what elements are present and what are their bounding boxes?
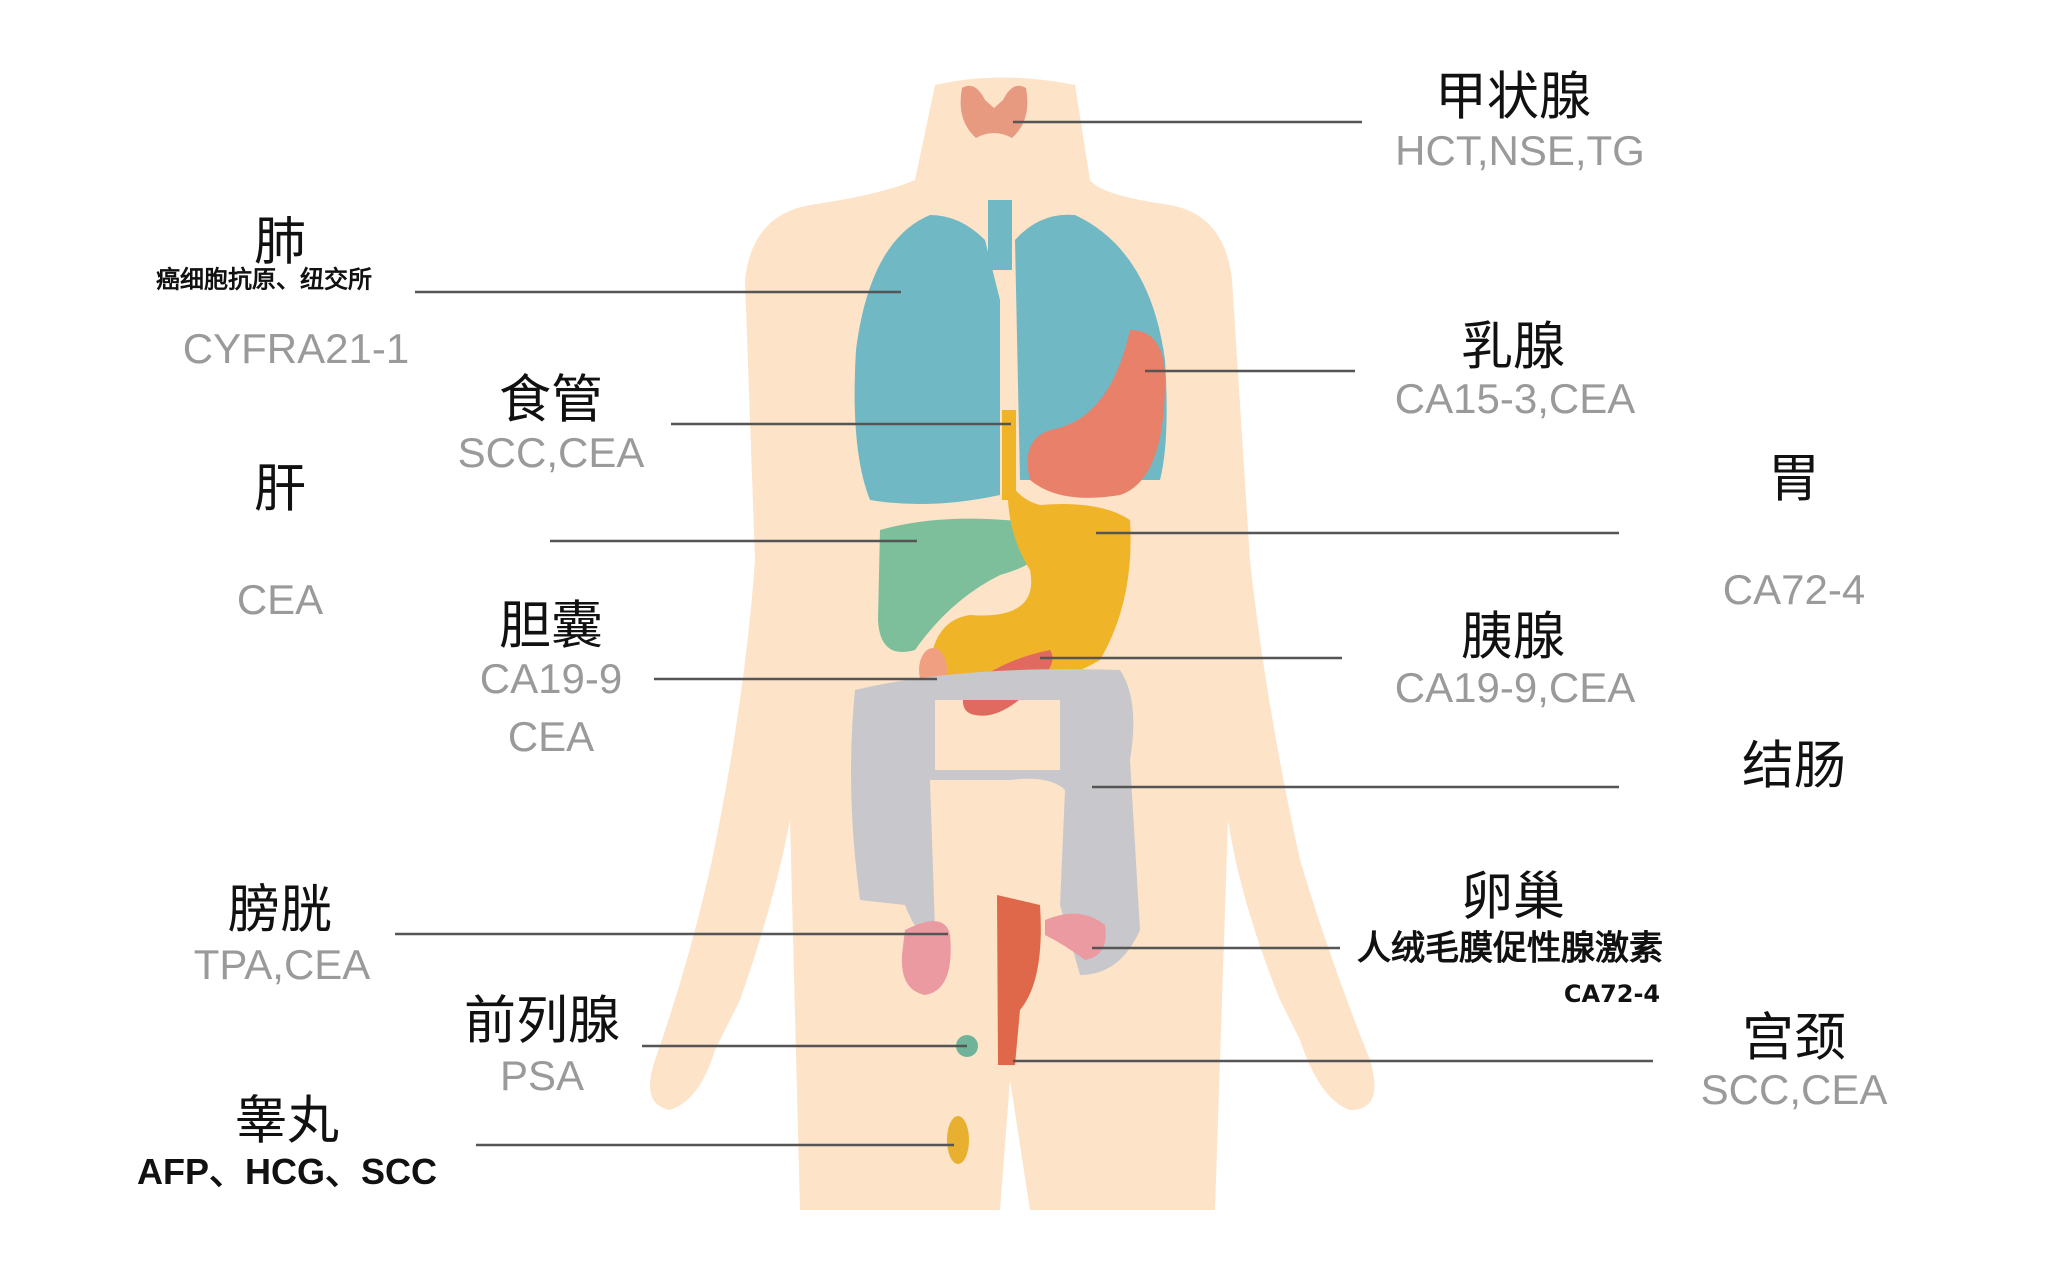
stomach-title: 胃 bbox=[1767, 449, 1821, 510]
lung-markers: CYFRA21-1 bbox=[182, 325, 410, 372]
bladder-markers: TPA,CEA bbox=[193, 941, 371, 988]
esophagus bbox=[1002, 410, 1016, 500]
colon-title: 结肠 bbox=[1741, 736, 1847, 797]
lung-title: 肺 bbox=[253, 212, 307, 273]
stomach bbox=[930, 480, 1131, 686]
gallbladder-title: 胆囊 bbox=[498, 596, 604, 657]
bladder bbox=[901, 921, 951, 995]
ovary-markers: CA72-4 bbox=[1563, 980, 1661, 1008]
lung-note: 癌细胞抗原、纽交所 bbox=[156, 265, 372, 294]
cervix-markers: SCC,CEA bbox=[1700, 1066, 1888, 1113]
leader-lines bbox=[395, 120, 1653, 1147]
breast-region bbox=[1027, 330, 1165, 498]
bladder-title: 膀胱 bbox=[227, 880, 333, 941]
cervix-title: 宫颈 bbox=[1741, 1008, 1847, 1069]
testis-markers: AFP、HCG、SCC bbox=[136, 1151, 438, 1192]
thyroid bbox=[960, 85, 1028, 138]
breast-markers: CA15-3,CEA bbox=[1394, 375, 1636, 422]
thyroid-title: 甲状腺 bbox=[1434, 67, 1592, 128]
testis-title: 睾丸 bbox=[234, 1091, 340, 1152]
prostate-markers: PSA bbox=[499, 1052, 585, 1099]
prostate-title: 前列腺 bbox=[463, 991, 621, 1052]
pancreas-markers: CA19-9,CEA bbox=[1394, 664, 1636, 711]
liver-markers: CEA bbox=[236, 576, 324, 623]
left-lung bbox=[854, 215, 1000, 504]
gallbladder-markers-2: CEA bbox=[507, 713, 595, 760]
trachea bbox=[988, 200, 1012, 270]
ovary bbox=[1045, 913, 1106, 960]
ovary-note: 人绒毛膜促性腺激素 bbox=[1357, 928, 1663, 969]
liver bbox=[878, 518, 1051, 652]
stomach-markers: CA72-4 bbox=[1722, 566, 1866, 613]
colon bbox=[851, 669, 1140, 975]
ovary-title: 卵巢 bbox=[1460, 867, 1566, 928]
esophagus-title: 食管 bbox=[498, 370, 604, 431]
esophagus-markers: SCC,CEA bbox=[457, 429, 645, 476]
testis bbox=[947, 1116, 969, 1164]
breast-title: 乳腺 bbox=[1460, 317, 1566, 378]
thyroid-markers: HCT,NSE,TG bbox=[1395, 127, 1645, 174]
gallbladder-markers: CA19-9 bbox=[479, 655, 623, 702]
uterus bbox=[997, 895, 1041, 1065]
liver-title: 肝 bbox=[253, 459, 307, 520]
pancreas-title: 胰腺 bbox=[1460, 607, 1566, 668]
